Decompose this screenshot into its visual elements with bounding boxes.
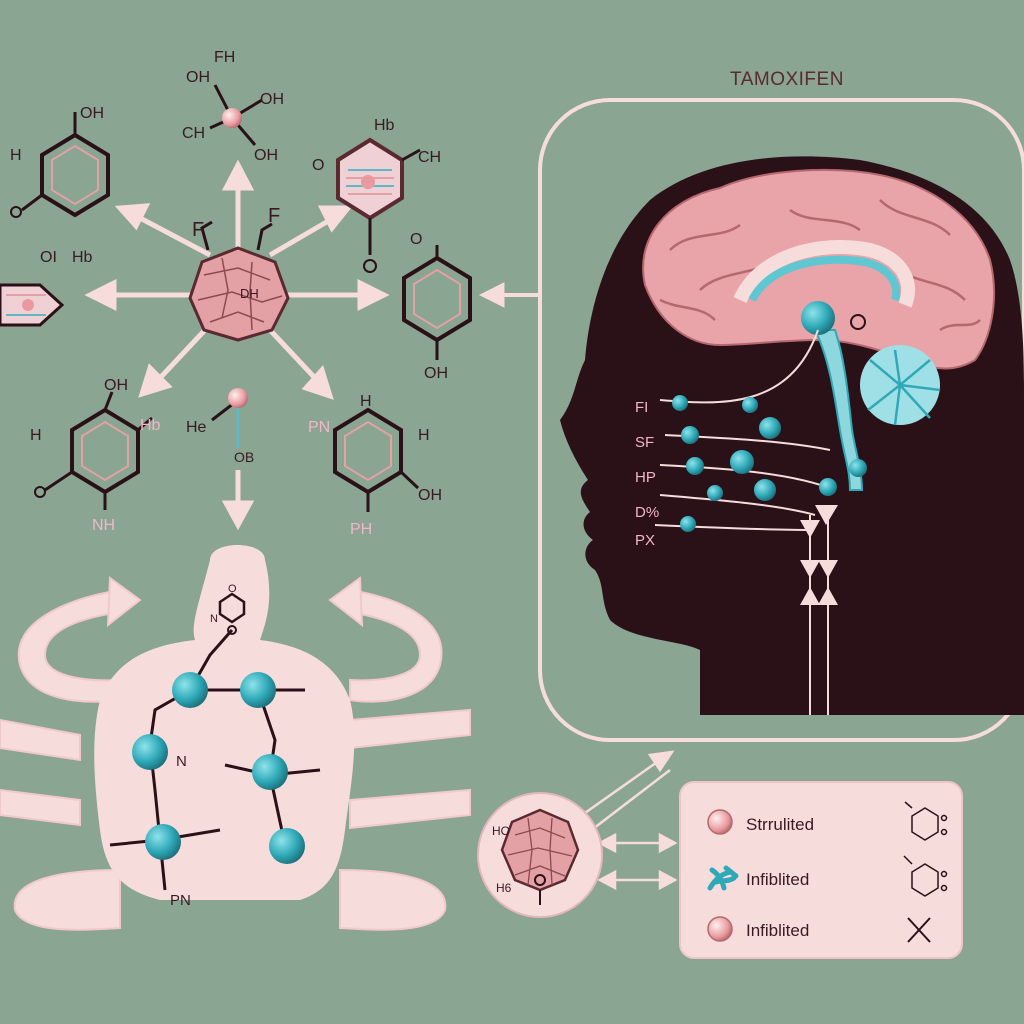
pink-circle-icon — [707, 916, 733, 942]
x-mark-icon — [907, 917, 931, 943]
body-molecule-chain: O N N PN — [109, 583, 321, 909]
brain-label-fi: FI — [635, 399, 648, 416]
lower-center-label-he: He — [186, 419, 207, 436]
right-hexagon-molecule: Hb CH O — [312, 117, 441, 273]
legend-label-1: Strrulited — [746, 815, 814, 834]
body-ring-label-o: O — [228, 583, 237, 595]
ring-molecule-icon — [903, 855, 948, 897]
core-label-dh: DH — [240, 286, 259, 301]
far-right-label-oh: OH — [424, 365, 448, 382]
left-hexagon-molecule: OH H OI Hb — [10, 105, 110, 266]
body-figure: O N N PN — [0, 545, 471, 931]
pink-circle-icon — [707, 809, 733, 835]
brain-label-px: PX — [635, 532, 655, 549]
body-chain-label-n: N — [176, 753, 187, 770]
lower-right-label-oh: OH — [418, 487, 442, 504]
body-silhouette — [94, 545, 355, 900]
body-ring-label-n: N — [210, 613, 218, 625]
teal-sprout-icon — [707, 865, 739, 891]
node-connectors — [574, 750, 678, 891]
lower-right-label-pn: PN — [308, 419, 330, 436]
radial-arrows — [84, 159, 390, 531]
lower-left-label-oh: OH — [104, 377, 128, 394]
lower-center-node: He OB — [186, 388, 254, 465]
lower-right-label-ph: PH — [350, 521, 372, 538]
left-ring-label-oi: OI — [40, 249, 57, 266]
left-ring-label-oh: OH — [80, 105, 104, 122]
cerebellum — [860, 345, 941, 426]
top-label-ch: CH — [182, 125, 205, 142]
lower-left-label-nh: NH — [92, 517, 115, 534]
right-ring-label-ch: CH — [418, 149, 441, 166]
body-chain-label-pn: PN — [170, 892, 191, 909]
pathway-nodes — [672, 395, 837, 532]
node-label-ho: HO — [492, 824, 510, 838]
legend: Strrulited Infiblited Infiblited — [679, 781, 963, 959]
lower-center-label-ob: OB — [234, 449, 254, 465]
teal-atoms — [132, 672, 305, 864]
core-cage-molecule: F F DH — [188, 205, 290, 342]
lower-right-hexagon-molecule: PN H H OH PH — [308, 393, 442, 538]
nerve-pathways — [654, 329, 838, 715]
curved-ribbon-arrows — [0, 576, 471, 931]
partial-left-ring — [0, 283, 65, 327]
far-right-hexagon-molecule: O OH — [402, 231, 472, 382]
lower-right-label-h2: H — [418, 427, 430, 444]
brain-label-sf: SF — [635, 434, 654, 451]
top-molecule: FH OH OH CH OH — [182, 49, 284, 164]
core-label-f1: F — [192, 219, 204, 241]
right-ring-label-o: O — [312, 157, 324, 174]
left-ring-label-h: H — [10, 147, 22, 164]
molecule-cluster: F F DH FH OH OH CH OH OH H OI Hb — [0, 49, 472, 538]
top-label-oh1: OH — [186, 69, 210, 86]
legend-item-stimulated: Strrulited — [707, 801, 948, 841]
small-molecule-node: HO H6 — [477, 750, 678, 918]
lower-right-label-h1: H — [360, 393, 372, 410]
legend-item-inhibited-1: Infiblited — [707, 855, 948, 897]
legend-label-2: Infiblited — [746, 870, 809, 889]
lower-left-label-hb: Hb — [140, 417, 161, 434]
ring-molecule-icon — [904, 801, 948, 841]
brain-label-hp: HP — [635, 469, 656, 486]
brain — [642, 168, 996, 491]
lower-left-label-h: H — [30, 427, 42, 444]
head-panel: TAMOXIFEN — [538, 69, 1024, 742]
lower-left-hexagon-molecule: OH Hb H NH — [30, 377, 161, 534]
legend-label-3: Infiblited — [746, 921, 809, 940]
right-ring-label-hb: Hb — [374, 117, 395, 134]
top-label-oh3: OH — [254, 147, 278, 164]
top-label-oh2: OH — [260, 91, 284, 108]
panel-connector-arrow — [478, 282, 540, 308]
core-label-f2: F — [268, 205, 280, 227]
node-label-h6: H6 — [496, 881, 512, 895]
title: TAMOXIFEN — [730, 69, 844, 90]
left-ring-label-hb: Hb — [72, 249, 93, 266]
legend-item-inhibited-2: Infiblited — [707, 916, 931, 943]
body-top-ring: O N — [210, 583, 246, 635]
top-label-fh: FH — [214, 49, 235, 66]
brain-label-d: D% — [635, 504, 659, 521]
far-right-label-o: O — [410, 231, 422, 248]
brain-labels: FI SF HP D% PX — [635, 399, 659, 549]
